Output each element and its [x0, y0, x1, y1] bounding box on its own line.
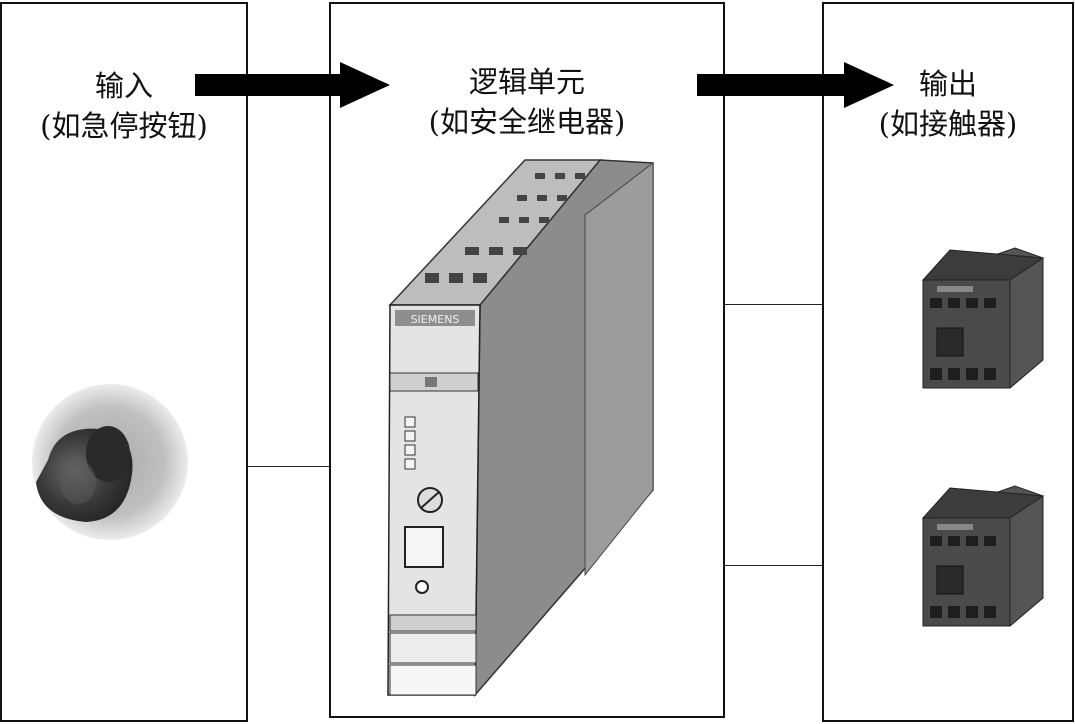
output-example: (如接触器) [878, 107, 1018, 141]
logic-title: 逻辑单元 (如安全继电器) [331, 62, 723, 142]
input-example: (如急停按钮) [40, 109, 208, 143]
contactor-image-1 [921, 247, 1045, 389]
logic-to-output-line-upper [725, 304, 822, 305]
arrow-logic-to-output [697, 62, 894, 108]
emergency-stop-button-image [32, 384, 188, 540]
input-panel: 输入 (如急停按钮) [0, 2, 248, 722]
logic-label: 逻辑单元 [468, 65, 585, 99]
logic-to-output-line-lower [725, 565, 822, 566]
input-label: 输入 [94, 69, 153, 103]
output-label: 输出 [918, 67, 977, 101]
arrow-input-to-logic [195, 62, 390, 108]
input-to-logic-line [248, 466, 329, 467]
safety-relay-image: SIEMENS [387, 159, 654, 698]
contactor-image-2 [921, 485, 1045, 627]
output-title: 输出 (如接触器) [824, 64, 1072, 144]
logic-example: (如安全继电器) [428, 105, 626, 139]
input-title: 输入 (如急停按钮) [2, 66, 246, 146]
relay-brand-label: SIEMENS [411, 313, 460, 326]
